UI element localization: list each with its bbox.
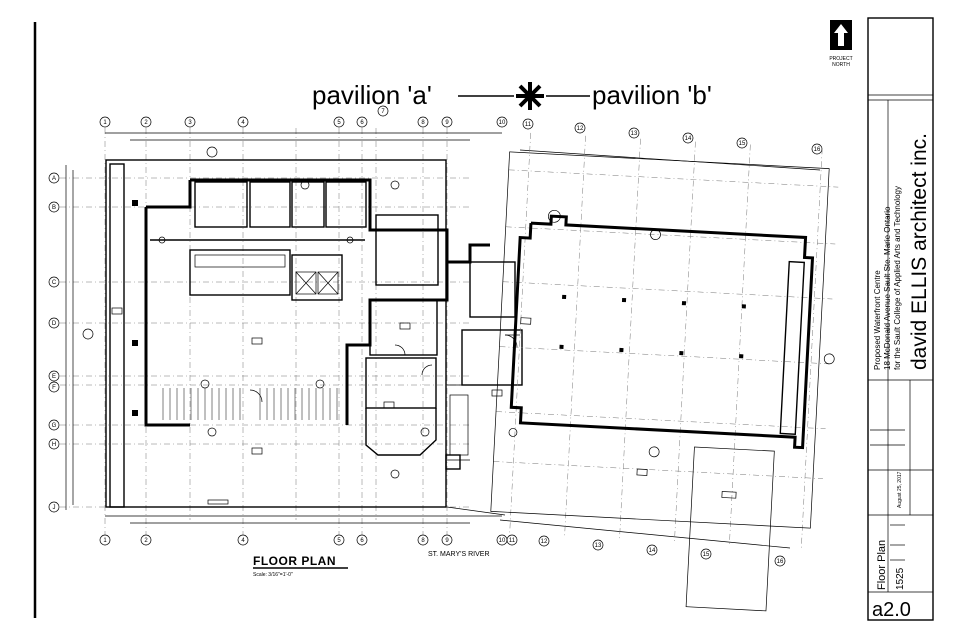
grid-bubble-bottom: 14 xyxy=(649,548,656,554)
grid-bubbles-bottom: 1 2 4 5 6 8 9 10 11 12 13 14 15 16 xyxy=(99,534,786,567)
grid-bubble-top: 5 xyxy=(337,120,341,126)
drawing-scale: Scale: 3/16"=1'-0" xyxy=(253,572,293,578)
drawing-name: Floor Plan xyxy=(876,540,888,590)
grid-bubble-left: B xyxy=(52,205,56,211)
river-label: ST. MARY'S RIVER xyxy=(428,551,490,558)
grid-bubble-top: 8 xyxy=(421,120,425,126)
north-label-1: PROJECT xyxy=(829,56,852,62)
grid-bubble-bottom: 9 xyxy=(445,538,449,544)
grid-bubble-bottom: 1 xyxy=(103,538,107,544)
grid-bubble-bottom: 13 xyxy=(595,543,602,549)
grid-bubble-bottom: 16 xyxy=(777,559,784,565)
grid-bubble-left: G xyxy=(52,423,57,429)
grid-bubble-bottom: 11 xyxy=(509,538,516,544)
site-edge-line xyxy=(446,506,506,516)
grid-bubble-left: J xyxy=(53,505,56,511)
grid-bubble-top: 16 xyxy=(814,147,821,153)
grid-bubble-top: 7 xyxy=(381,109,385,115)
grid-bubble-top: 14 xyxy=(685,136,692,142)
project-client: for the Sault College of Applied Arts an… xyxy=(893,186,902,370)
grid-bubble-bottom: 15 xyxy=(703,552,710,558)
grid-bubble-top: 6 xyxy=(360,120,364,126)
drawing-title: FLOOR PLAN xyxy=(253,554,336,568)
grid-bubble-bottom: 8 xyxy=(421,538,425,544)
firm-name: david ELLIS architect inc. xyxy=(908,133,931,370)
project-address: 18 McDonald Avenue Sault Ste. Marie Onta… xyxy=(883,206,892,370)
grid-bubble-top: 2 xyxy=(144,120,148,126)
pavilion-a-label: pavilion 'a' xyxy=(312,80,432,110)
grid-bubble-left: A xyxy=(52,176,56,182)
grid-bubbles-left: A B C D E F G H J xyxy=(48,172,60,513)
pavilion-junction-star-icon xyxy=(516,82,544,110)
grid-bubble-bottom: 5 xyxy=(337,538,341,544)
north-arrow-icon xyxy=(830,20,852,50)
grid-bubble-top: 11 xyxy=(525,122,532,128)
pavilion-b-label: pavilion 'b' xyxy=(592,80,712,110)
sheet-number: a2.0 xyxy=(872,599,911,621)
grid-bubble-top: 12 xyxy=(577,126,584,132)
grid-bubble-bottom: 2 xyxy=(144,538,148,544)
north-label-2: NORTH xyxy=(832,62,850,68)
project-number: 1525 xyxy=(895,567,906,590)
grid-bubble-left: C xyxy=(52,280,57,286)
title-block-frame xyxy=(867,17,934,621)
grid-bubble-top: 13 xyxy=(631,131,638,137)
dimension-strings xyxy=(65,132,821,549)
pavilion-a-grid xyxy=(60,128,470,535)
grid-bubble-top: 10 xyxy=(499,120,506,126)
grid-bubbles-top: 1 2 3 4 5 6 7 8 9 10 11 12 13 14 15 16 xyxy=(99,105,823,155)
grid-bubble-left: E xyxy=(52,374,56,380)
drawing-date: August 25, 2017 xyxy=(897,471,903,508)
pavilion-a-building xyxy=(82,146,461,508)
grid-bubble-left: F xyxy=(52,385,56,391)
grid-bubble-left: D xyxy=(52,321,57,327)
link-vestibule xyxy=(447,243,523,461)
grid-bubble-top: 15 xyxy=(739,141,746,147)
grid-bubble-bottom: 4 xyxy=(241,538,245,544)
grid-bubble-top: 4 xyxy=(241,120,245,126)
grid-bubble-top: 9 xyxy=(445,120,449,126)
project-name: Proposed Waterfront Centre xyxy=(873,270,882,370)
grid-bubble-top: 1 xyxy=(103,120,107,126)
pavilion-b-building xyxy=(490,132,839,612)
grid-bubble-bottom: 12 xyxy=(541,539,548,545)
grid-bubble-bottom: 10 xyxy=(499,538,506,544)
grid-bubble-left: H xyxy=(52,442,56,448)
grid-bubble-bottom: 6 xyxy=(360,538,364,544)
grid-bubble-top: 3 xyxy=(188,120,192,126)
